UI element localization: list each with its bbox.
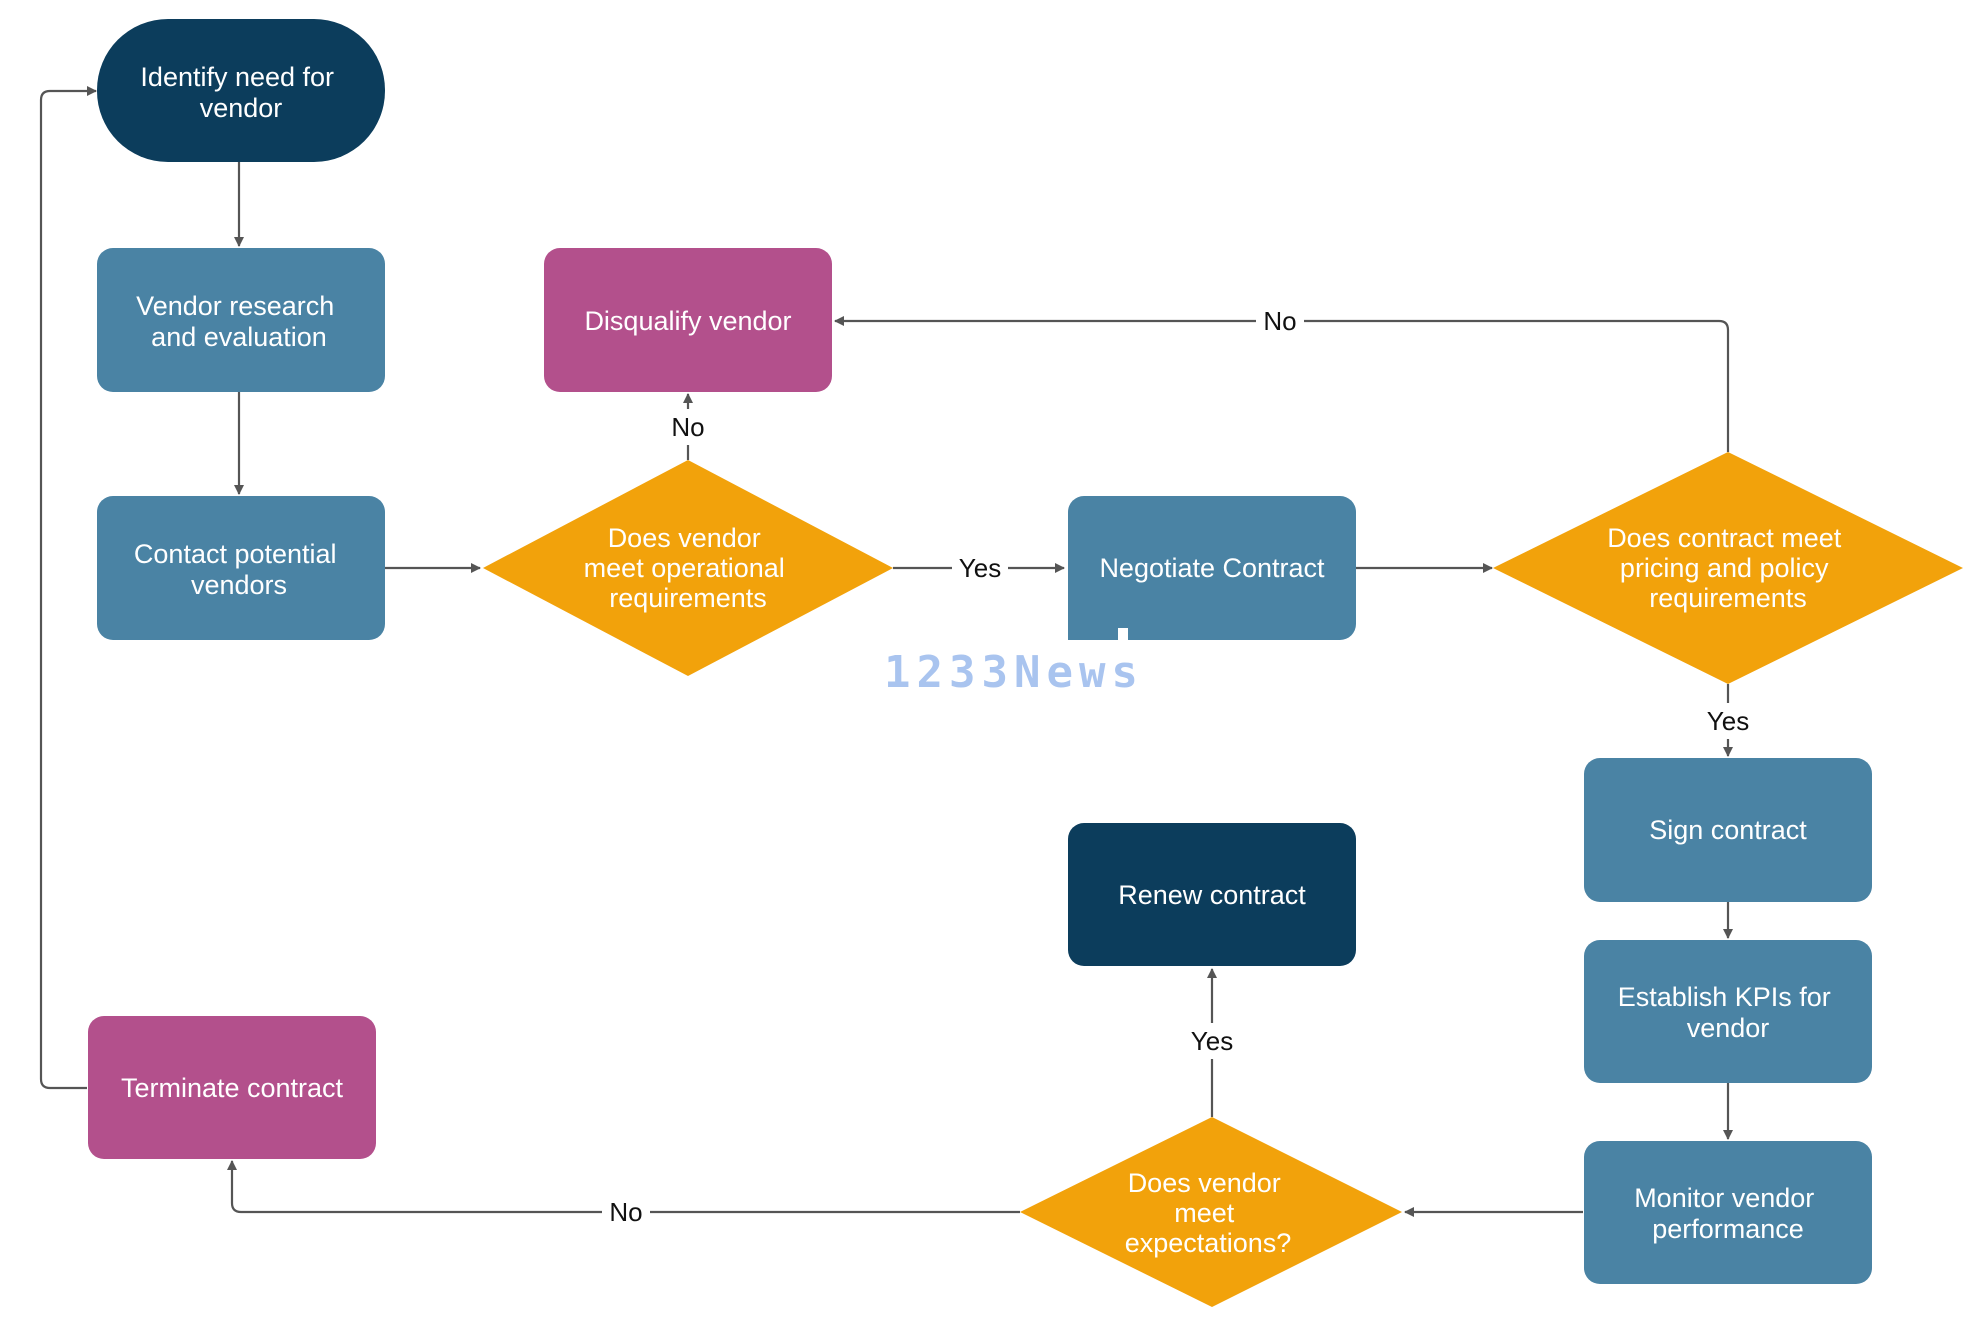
node-operational-decision[interactable]: Does vendor meet operational requirement… xyxy=(483,460,893,676)
node-sign-contract[interactable]: Sign contract xyxy=(1584,758,1872,902)
edge-labels: No Yes No Yes Yes No xyxy=(602,303,1756,1230)
edge-label-expectations-yes: Yes xyxy=(1191,1026,1233,1056)
node-negotiate-contract-text: Negotiate Contract xyxy=(1099,553,1325,583)
node-renew-contract-text: Renew contract xyxy=(1118,880,1306,910)
node-vendor-research-text: Vendor research and evaluation xyxy=(136,291,342,352)
node-pricing-decision-text: Does contract meet pricing and policy re… xyxy=(1607,523,1849,613)
nodes: Identify need for vendor Vendor research… xyxy=(88,19,1963,1307)
node-monitor-performance[interactable]: Monitor vendor performance xyxy=(1584,1141,1872,1284)
node-disqualify-vendor[interactable]: Disqualify vendor xyxy=(544,248,832,392)
node-identify-need[interactable]: Identify need for vendor xyxy=(97,19,385,162)
edge-terminate-to-identify xyxy=(39,86,97,1090)
node-contact-vendors[interactable]: Contact potential vendors xyxy=(97,496,385,640)
edge-label-pricing-no: No xyxy=(1263,306,1296,336)
node-establish-kpis-text: Establish KPIs for vendor xyxy=(1618,982,1839,1043)
node-identify-need-text: Identify need for vendor xyxy=(140,62,341,123)
node-terminate-contract-text: Terminate contract xyxy=(121,1073,344,1103)
edge-label-operational-no: No xyxy=(671,412,704,442)
edge-label-pricing-yes: Yes xyxy=(1707,706,1749,736)
node-vendor-research[interactable]: Vendor research and evaluation xyxy=(97,248,385,392)
node-renew-contract[interactable]: Renew contract xyxy=(1068,823,1356,966)
node-pricing-decision[interactable]: Does contract meet pricing and policy re… xyxy=(1493,452,1963,684)
watermark-text: 1233News xyxy=(884,647,1144,698)
connectors xyxy=(39,86,1733,1217)
node-monitor-performance-text: Monitor vendor performance xyxy=(1634,1183,1822,1244)
node-expectations-decision[interactable]: Does vendor meet expectations? xyxy=(1020,1117,1402,1307)
edge-expectations-to-terminate xyxy=(227,1160,1020,1214)
node-contact-vendors-text: Contact potential vendors xyxy=(134,539,344,600)
node-negotiate-contract[interactable]: Negotiate Contract xyxy=(1068,496,1356,640)
edge-label-expectations-no: No xyxy=(609,1197,642,1227)
node-disqualify-vendor-text: Disqualify vendor xyxy=(584,306,791,336)
node-expectations-decision-text: Does vendor meet expectations? xyxy=(1125,1168,1292,1258)
node-operational-decision-text: Does vendor meet operational requirement… xyxy=(584,523,793,613)
edge-label-operational-yes: Yes xyxy=(959,553,1001,583)
edge-pricing-to-disqualify xyxy=(834,316,1730,452)
node-sign-contract-text: Sign contract xyxy=(1649,815,1807,845)
node-terminate-contract[interactable]: Terminate contract xyxy=(88,1016,376,1159)
node-establish-kpis[interactable]: Establish KPIs for vendor xyxy=(1584,940,1872,1083)
